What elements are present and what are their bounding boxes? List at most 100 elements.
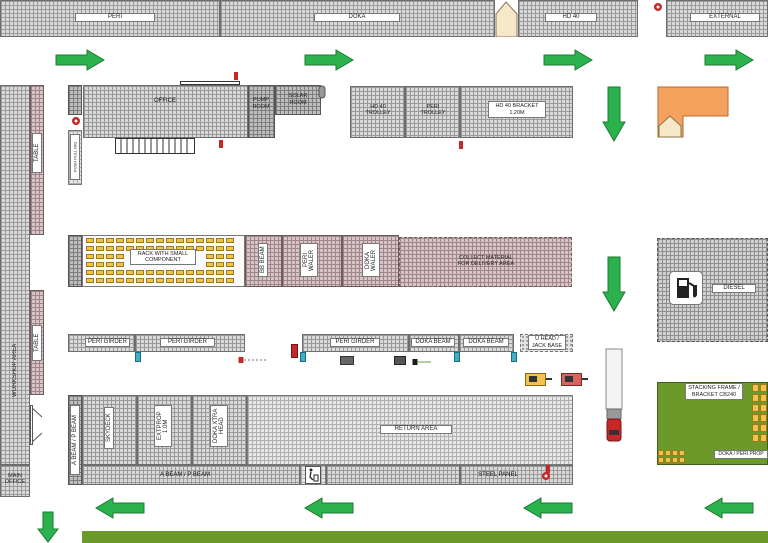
bb-beam-label: BB BEAM (258, 243, 268, 277)
truck-icon (605, 348, 623, 442)
peri-girder-2-label: PERI GIRDER (160, 338, 215, 347)
collect-area (399, 237, 572, 287)
fire-hose-icon (542, 472, 550, 480)
stairs-icon (115, 138, 195, 154)
a-beam-continue-area (326, 465, 460, 485)
peri-top-label: PERI (75, 13, 155, 22)
rack-bin (206, 238, 214, 243)
a-beam-horizontal-label: A BEAM / P BEAM (160, 472, 210, 478)
stack-bin (760, 384, 767, 392)
rack-bin (216, 246, 224, 251)
rack-bin (86, 262, 94, 267)
rack-bin (106, 270, 114, 275)
stack-bin (665, 457, 671, 463)
doka-waler-label: DOKA WALER (362, 243, 380, 277)
stack-bin (760, 394, 767, 402)
orange-building-icon (657, 86, 729, 138)
rack-bin (86, 270, 94, 275)
rack-bin (86, 238, 94, 243)
rack-bin (156, 278, 164, 283)
rack-bin (146, 278, 154, 283)
stack-bin (679, 457, 685, 463)
office-building (83, 85, 248, 138)
collect-label: COLLECT MATERIAL FOR DELIVERY AREA (457, 254, 515, 268)
rack-bin (216, 262, 224, 267)
stack-bin (752, 414, 759, 422)
equipment-icon (340, 356, 354, 365)
rack-bin (196, 238, 204, 243)
peri-girder-1-label: PERI GIRDER (85, 338, 130, 347)
rack-bin (96, 254, 104, 259)
stack-bin (679, 450, 685, 456)
door-icon (30, 405, 43, 445)
rack-bin (136, 278, 144, 283)
fire-extinguisher-icon (234, 72, 238, 80)
fire-extinguisher-icon (459, 141, 463, 149)
equipment-icon (394, 356, 406, 365)
rack-bin (226, 270, 234, 275)
peri-trolley-label: PERI TROLLEY (420, 103, 446, 117)
rack-bin (146, 270, 154, 275)
flow-arrow-right-icon (55, 49, 105, 71)
skydeck-label: SKYDECK (104, 407, 114, 449)
tank-icon (318, 85, 326, 99)
rack-bin (186, 238, 194, 243)
steel-panel-label: STEEL PANEL (478, 472, 518, 478)
stack-bin (760, 424, 767, 432)
flow-arrow-left-icon (523, 497, 573, 519)
rack-bin (106, 262, 114, 267)
rack-bin (96, 262, 104, 267)
forklift-icon (561, 373, 588, 386)
rack-bin (196, 270, 204, 275)
flow-arrow-right-icon (704, 49, 754, 71)
solar-room (275, 85, 321, 115)
stacking-rack-grid (752, 384, 768, 444)
rack-small-component-grid (86, 238, 241, 284)
rack-bin (106, 238, 114, 243)
solar-room-label: SOLAR ROOM (288, 93, 308, 106)
rack-bin (86, 278, 94, 283)
peri-waler-label: PERI WALER (300, 243, 318, 277)
hd40-bracket-label: HD 40 BRACKET 1.20M (488, 101, 546, 118)
rack-bin (156, 238, 164, 243)
rack-bin (136, 238, 144, 243)
stack-bin (752, 424, 759, 432)
rack-bin (106, 278, 114, 283)
barrier-icon (412, 359, 431, 365)
a-beam-vertical-label: A BEAM / P BEAM (70, 405, 80, 475)
doka-peri-prop-label: DOKA / PERI PROP (714, 450, 768, 459)
office-gate-strip (68, 85, 82, 115)
rack-bin (176, 270, 184, 275)
fuel-pump-icon (669, 271, 703, 305)
rack-bin (116, 238, 124, 243)
rack-bin (216, 254, 224, 259)
main-office-label: MAIN OFFICE (4, 472, 26, 486)
rack-bin (186, 270, 194, 275)
rack-bin (216, 278, 224, 283)
rack-bin (136, 270, 144, 275)
trash-icon (305, 466, 321, 484)
grass-strip (82, 531, 768, 543)
main-office-building (0, 465, 30, 497)
return-area-label: RETURN AREA (380, 425, 452, 434)
flow-arrow-down-icon (37, 511, 59, 543)
return-area (247, 395, 573, 465)
rack-bin (86, 246, 94, 251)
rack-bin (226, 254, 234, 259)
stack-bin (752, 394, 759, 402)
rack-bin (226, 238, 234, 243)
rack-bin (176, 278, 184, 283)
doka-beam-2-label: DOKA BEAM (463, 338, 509, 347)
stack-bin (752, 384, 759, 392)
stack-bin (760, 434, 767, 442)
rack-bin (226, 246, 234, 251)
rack-bin (96, 270, 104, 275)
doka-top-label: DOKA (314, 13, 400, 22)
flow-arrow-down-icon (602, 86, 626, 142)
hd40-top-label: HD 40 (545, 13, 597, 22)
fire-extinguisher-icon (546, 465, 550, 473)
stack-bin (658, 450, 664, 456)
rack-bin (106, 246, 114, 251)
office-label: OFFICE (154, 98, 176, 104)
rack-gate-strip (68, 235, 82, 287)
